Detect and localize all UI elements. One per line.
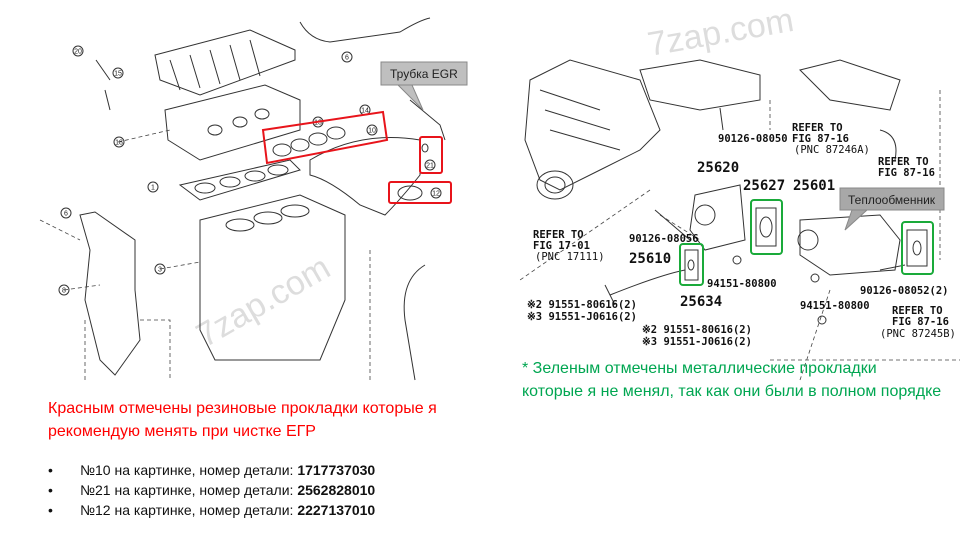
svg-text:FIG 87-16: FIG 87-16 [792, 133, 849, 145]
svg-text:※2 91551-80616(2): ※2 91551-80616(2) [527, 299, 637, 311]
green-highlight-gasket-cooler [901, 221, 934, 275]
svg-text:25627: 25627 [743, 178, 785, 194]
svg-text:90126-08050: 90126-08050 [718, 133, 788, 145]
red-highlight-note: Красным отмечены резиновые прокладки кот… [48, 400, 437, 440]
engine-exploded-diagram: 7zap.com 20 15 6 18 13 14 10 21 1 [39, 17, 468, 381]
green-highlight-gasket-25627 [750, 199, 783, 255]
svg-text:REFER TO: REFER TO [533, 229, 584, 241]
svg-text:1: 1 [151, 185, 155, 192]
svg-text:25610: 25610 [629, 251, 671, 267]
svg-text:90126-08052(2): 90126-08052(2) [860, 285, 949, 297]
svg-text:14: 14 [361, 108, 369, 115]
svg-text:20: 20 [74, 49, 82, 56]
callout-15: 15 [112, 67, 124, 79]
svg-text:15: 15 [114, 71, 122, 78]
svg-text:18: 18 [115, 140, 123, 147]
callout-20: 20 [72, 45, 84, 57]
svg-text:REFER TO: REFER TO [878, 156, 929, 168]
svg-text:8: 8 [62, 288, 66, 295]
svg-text:6: 6 [345, 55, 349, 62]
callout-10: 10 [366, 124, 378, 136]
svg-text:94151-80800: 94151-80800 [800, 300, 870, 312]
callout-18: 18 [113, 136, 125, 148]
callout-8: 8 [58, 284, 70, 296]
svg-text:FIG 87-16: FIG 87-16 [892, 316, 949, 328]
red-highlight-gasket-21 [419, 136, 443, 174]
svg-text:(PNC 17111): (PNC 17111) [535, 251, 605, 263]
svg-text:6: 6 [64, 211, 68, 218]
svg-text:90126-08056: 90126-08056 [629, 233, 699, 245]
list-item: №12 на картинке, номер детали: 222713701… [48, 500, 375, 520]
svg-text:Трубка EGR: Трубка EGR [390, 67, 458, 81]
svg-text:REFER TO: REFER TO [792, 122, 843, 134]
green-highlight-gasket-25634 [679, 243, 704, 286]
svg-text:※3 91551-J0616(2): ※3 91551-J0616(2) [527, 311, 637, 323]
part-number-list: №10 на картинке, номер детали: 171773703… [48, 460, 375, 520]
part-number: 2227137010 [297, 502, 376, 518]
svg-text:13: 13 [314, 120, 322, 127]
svg-text:Теплообменник: Теплообменник [848, 193, 936, 207]
svg-text:12: 12 [432, 191, 440, 198]
list-item: №21 на картинке, номер детали: 256282801… [48, 480, 375, 500]
list-item: №10 на картинке, номер детали: 171773703… [48, 460, 375, 480]
svg-text:3: 3 [158, 267, 162, 274]
callout-numbers: 20 15 6 18 13 14 10 21 12 1 6 3 8 [58, 45, 442, 296]
svg-text:FIG 87-16: FIG 87-16 [878, 167, 935, 179]
part-labels: 90126-08050 REFER TO FIG 87-16 (PNC 8724… [527, 122, 956, 348]
intake-gasket-10 [272, 126, 346, 157]
svg-text:25620: 25620 [697, 160, 739, 176]
svg-text:(PNC 87246A): (PNC 87246A) [794, 144, 870, 156]
watermark: 7zap.com [190, 248, 337, 355]
callout-6-left: 6 [60, 207, 72, 219]
svg-text:10: 10 [368, 128, 376, 135]
svg-text:※3 91551-J0616(2): ※3 91551-J0616(2) [642, 336, 752, 348]
svg-text:REFER TO: REFER TO [892, 305, 943, 317]
callout-1: 1 [147, 181, 159, 193]
svg-text:94151-80800: 94151-80800 [707, 278, 777, 290]
red-highlight-gasket-10 [261, 110, 389, 165]
part-number: 1717737030 [297, 462, 376, 478]
egr-pipe-callout: Трубка EGR [380, 61, 468, 111]
svg-text:(PNC 87245B): (PNC 87245B) [880, 328, 956, 340]
svg-text:25634: 25634 [680, 294, 722, 310]
svg-text:21: 21 [426, 163, 434, 170]
callout-3: 3 [154, 263, 166, 275]
heat-exchanger-callout: Теплообменник [839, 187, 945, 231]
callout-6-top: 6 [341, 51, 353, 63]
svg-text:25601: 25601 [793, 178, 835, 194]
egr-system-diagram: 7zap.com 90126-08050 REFER TO FIG 87-16 … [519, 1, 960, 381]
red-highlight-gasket-12 [388, 181, 452, 204]
callout-21: 21 [424, 159, 436, 171]
callout-12: 12 [430, 187, 442, 199]
green-highlight-note: * Зеленым отмечены металлические проклад… [522, 360, 942, 400]
svg-text:※2 91551-80616(2): ※2 91551-80616(2) [642, 324, 752, 336]
svg-text:FIG 17-01: FIG 17-01 [533, 240, 590, 252]
part-number: 2562828010 [297, 482, 376, 498]
watermark: 7zap.com [645, 1, 797, 64]
